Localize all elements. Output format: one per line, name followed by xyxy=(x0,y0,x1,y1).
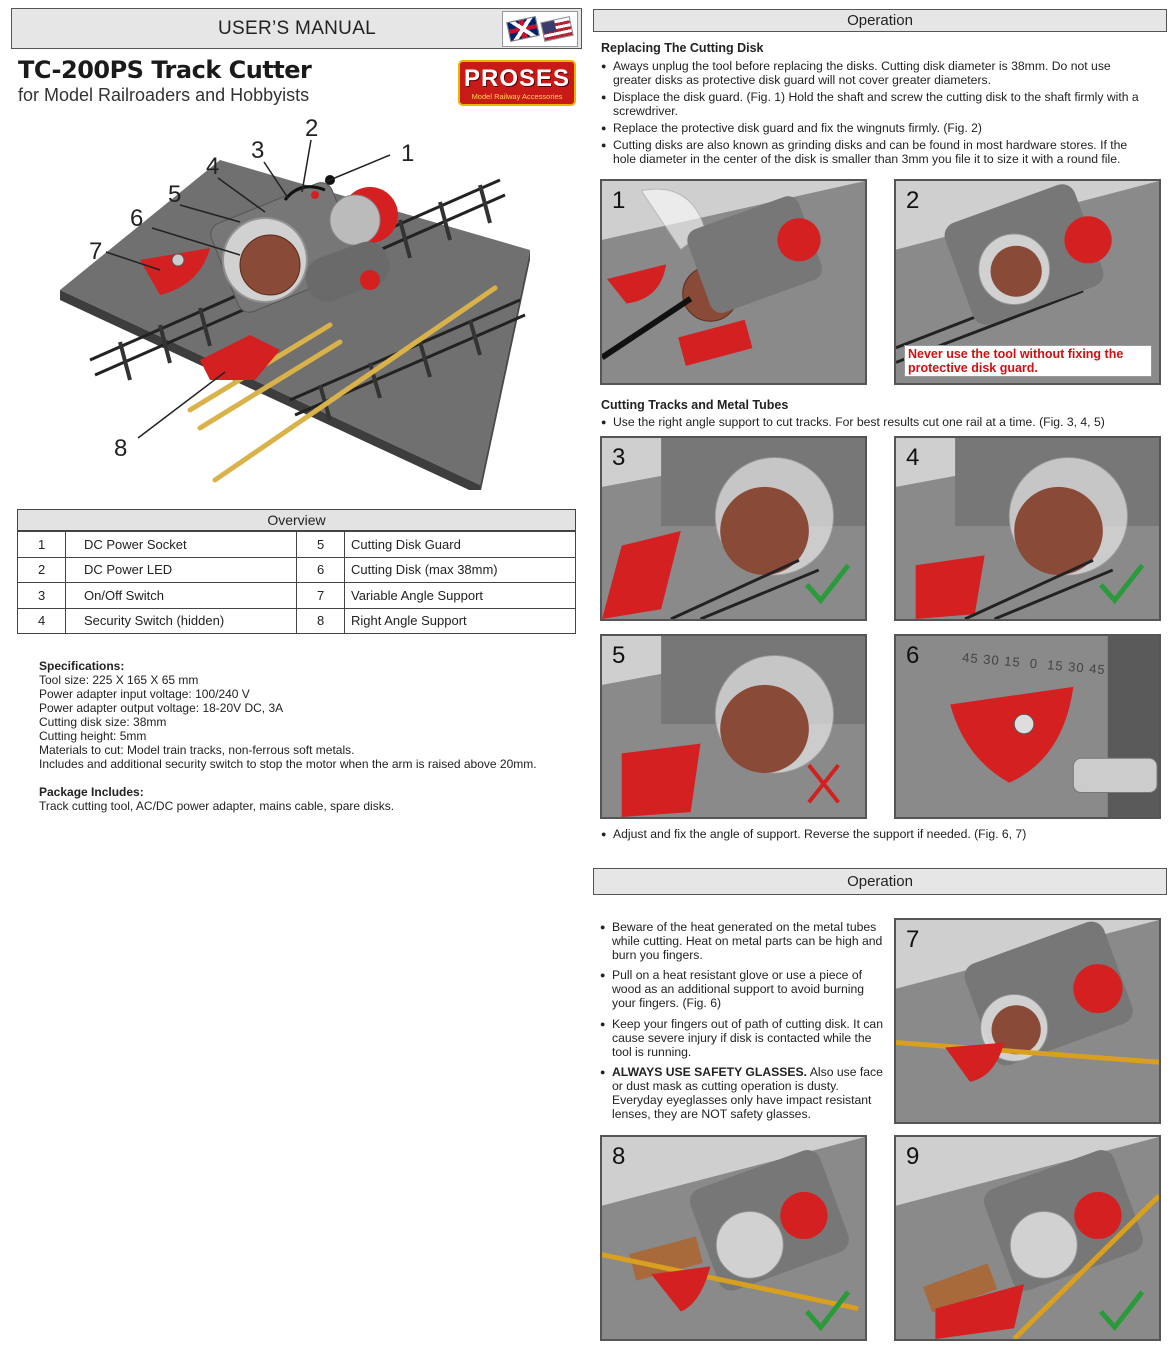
figure-number: 4 xyxy=(906,444,920,471)
part-label: DC Power Socket xyxy=(66,532,297,557)
part-label: Security Switch (hidden) xyxy=(66,608,297,633)
spec-line: Power adapter output voltage: 18-20V DC,… xyxy=(39,701,284,715)
callout-7: 7 xyxy=(89,238,103,265)
track-cutter-drawing xyxy=(60,139,530,495)
overview-title: Overview xyxy=(18,510,575,531)
replace-bullet-3: Replace the protective disk guard and fi… xyxy=(601,121,1141,135)
safety-bullet-4: ALWAYS USE SAFETY GLASSES. Also use face… xyxy=(600,1065,885,1121)
part-label: Right Angle Support xyxy=(351,613,467,629)
check-icon xyxy=(1099,563,1145,605)
logo-sub: Model Railway Accessories xyxy=(471,91,563,101)
figure-9: 9 xyxy=(894,1135,1161,1341)
manual-title: USER’S MANUAL xyxy=(218,17,377,39)
figure-2: 2 Never use the tool without fixing the … xyxy=(894,179,1161,385)
part-label: Cutting Disk (max 38mm) xyxy=(351,562,498,578)
figure-7: 7 xyxy=(894,918,1161,1124)
table-row: 4 Security Switch (hidden) 8 Right Angle… xyxy=(18,607,575,633)
product-illustration: 1 2 3 4 5 6 7 8 xyxy=(40,110,580,495)
part-label: Cutting Disk Guard xyxy=(351,536,461,552)
figure-number: 3 xyxy=(612,444,626,471)
operation-header-1: Operation xyxy=(593,9,1167,32)
check-icon xyxy=(805,563,851,605)
part-label: Variable Angle Support xyxy=(351,587,484,603)
callout-1: 1 xyxy=(401,140,415,167)
part-number: 1 xyxy=(18,532,66,557)
disk-guard-warning: Never use the tool without fixing the pr… xyxy=(904,345,1152,377)
safety-bullet-1: Beware of the heat generated on the meta… xyxy=(600,920,885,962)
part-number: 4 xyxy=(18,608,66,633)
manual-title-bar: USER’S MANUAL xyxy=(11,8,582,49)
replace-bullet-4: Cutting disks are also known as grinding… xyxy=(601,138,1146,166)
spec-line: Tool size: 225 X 165 X 65 mm xyxy=(39,673,199,687)
table-row: 1 DC Power Socket 5 Cutting Disk Guard xyxy=(18,531,575,557)
spec-line: Power adapter input voltage: 100/240 V xyxy=(39,687,250,701)
safety-bullet-4-text: Also use face or dust mask as cutting op… xyxy=(612,1065,883,1121)
table-row: 3 On/Off Switch 7 Variable Angle Support xyxy=(18,582,575,608)
safety-bullet-2: Pull on a heat resistant glove or use a … xyxy=(600,968,885,1010)
figure-number: 6 xyxy=(906,642,920,669)
proses-logo: PROSES Model Railway Accessories xyxy=(458,60,576,106)
figure-1: 1 xyxy=(600,179,867,385)
replace-bullet-1: Aways unplug the tool before replacing t… xyxy=(601,59,1141,87)
safety-bullet-3: Keep your fingers out of path of cutting… xyxy=(600,1017,885,1059)
figure-number: 7 xyxy=(906,926,920,953)
part-number: 7 xyxy=(297,583,345,608)
part-label: DC Power LED xyxy=(66,557,297,582)
specifications: Specifications: Tool size: 225 X 165 X 6… xyxy=(39,659,537,813)
operation-title-2: Operation xyxy=(847,873,913,890)
flags xyxy=(502,11,578,47)
spec-line: Materials to cut: Model train tracks, no… xyxy=(39,743,355,757)
spec-line: Cutting height: 5mm xyxy=(39,729,147,743)
part-number: 2 xyxy=(18,557,66,582)
part-label: On/Off Switch xyxy=(66,583,297,608)
spec-line: Cutting disk size: 38mm xyxy=(39,715,167,729)
part-number: 8 xyxy=(297,608,345,633)
figure-number: 2 xyxy=(906,187,920,214)
figure-number: 8 xyxy=(612,1143,626,1170)
callout-2: 2 xyxy=(305,115,319,142)
specs-heading: Specifications: xyxy=(39,659,125,673)
figure-4: 4 xyxy=(894,436,1161,621)
part-number: 3 xyxy=(18,583,66,608)
callout-4: 4 xyxy=(206,153,220,180)
overview-table: Overview 1 DC Power Socket 5 Cutting Dis… xyxy=(17,509,576,634)
product-title: TC-200PS Track Cutter xyxy=(18,56,312,84)
product-subtitle: for Model Railroaders and Hobbyists xyxy=(18,85,310,105)
cutting-bullet: Use the right angle support to cut track… xyxy=(601,415,1161,429)
part-number: 6 xyxy=(297,557,345,582)
figure-5: 5 xyxy=(600,634,867,819)
replace-heading: Replacing The Cutting Disk xyxy=(601,41,764,55)
figure-3: 3 xyxy=(600,436,867,621)
figure-8: 8 xyxy=(600,1135,867,1341)
callout-5: 5 xyxy=(168,181,182,208)
table-row: 2 DC Power LED 6 Cutting Disk (max 38mm) xyxy=(18,556,575,582)
check-icon xyxy=(805,1290,851,1332)
operation-title-1: Operation xyxy=(847,12,913,29)
callout-6: 6 xyxy=(130,205,144,232)
cutting-heading: Cutting Tracks and Metal Tubes xyxy=(601,398,789,412)
us-flag-icon xyxy=(540,16,574,42)
check-icon xyxy=(1099,1290,1145,1332)
callout-3: 3 xyxy=(251,137,265,164)
uk-flag-icon xyxy=(506,16,540,42)
spec-line: Includes and additional security switch … xyxy=(39,757,537,771)
cross-icon xyxy=(807,763,840,804)
figure-number: 9 xyxy=(906,1143,920,1170)
operation-header-2: Operation xyxy=(593,868,1167,895)
figure-number: 1 xyxy=(612,187,626,214)
figure-6: 6 45 30 15 0 15 30 45 xyxy=(894,634,1161,819)
package-text: Track cutting tool, AC/DC power adapter,… xyxy=(39,799,395,813)
part-number: 5 xyxy=(297,532,345,557)
replace-bullet-2: Displace the disk guard. (Fig. 1) Hold t… xyxy=(601,90,1141,118)
package-heading: Package Includes: xyxy=(39,785,144,799)
callout-8: 8 xyxy=(114,435,128,462)
figure-number: 5 xyxy=(612,642,626,669)
angle-bullet: Adjust and fix the angle of support. Rev… xyxy=(601,827,1161,841)
safety-glasses-warning: ALWAYS USE SAFETY GLASSES. xyxy=(612,1065,808,1079)
logo-main: PROSES xyxy=(463,64,571,92)
